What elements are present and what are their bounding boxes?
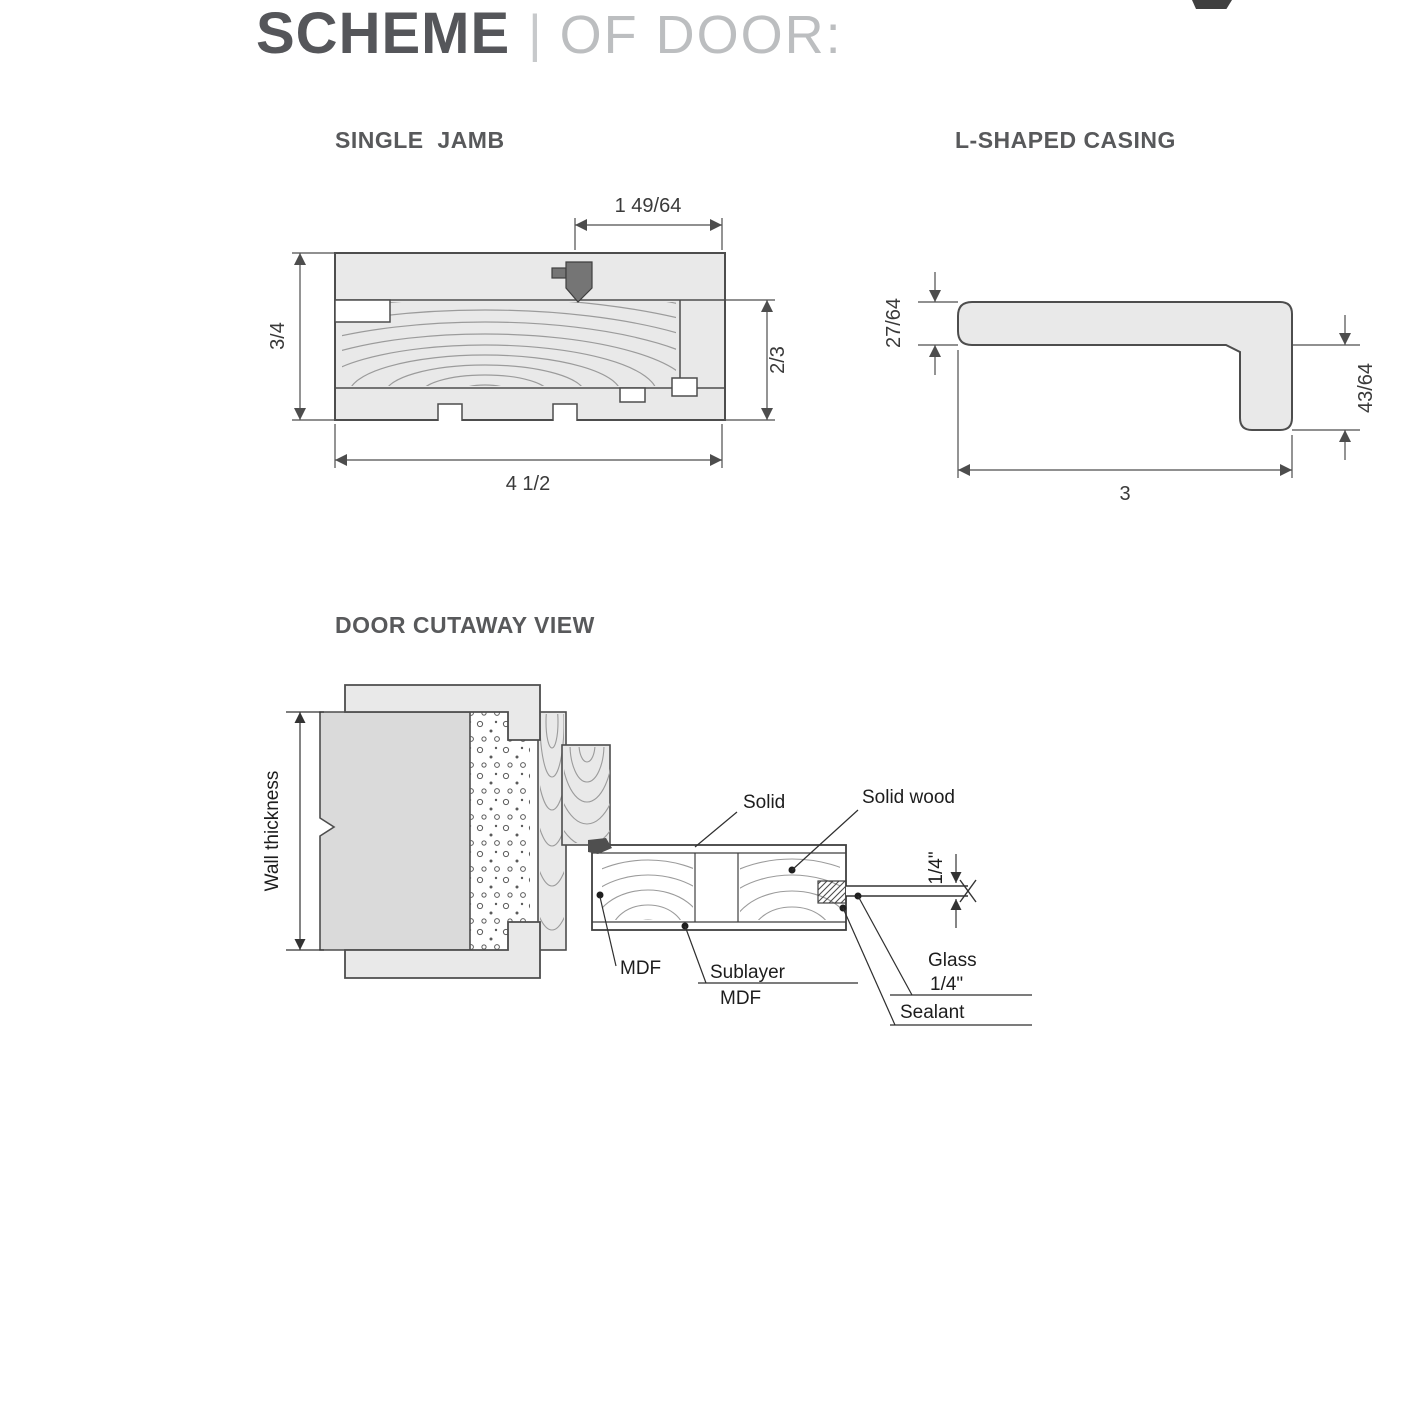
jamb-bottom-notch-1 [437,403,463,421]
casing-dim-left-value: 27/64 [883,298,905,348]
jamb-inner-notch [619,387,646,403]
single-jamb-heading: SINGLE JAMB [335,127,505,153]
hinge-pivot [588,838,612,854]
label-glass-line2: 1/4" [930,974,963,995]
door-grain-left [602,859,693,920]
jamb-dim-right [725,299,775,421]
wall-section [319,711,471,951]
jamb-left-notch [334,299,391,323]
label-sealant: Sealant [900,1002,965,1023]
casing-dim-left [918,272,958,375]
jamb-dim-left-value: 3/4 [270,322,289,350]
cutaway-bottom-casing [344,921,541,979]
glass-thickness-value: 1/4" [926,851,947,884]
door-cutaway-drawing: 1/4" Wall thickness [262,684,1032,1026]
label-sublayer-line1: Sublayer [710,962,786,983]
cutaway-stop-piece [561,744,611,846]
cropped-logo-fragment [1192,0,1232,9]
label-mdf: MDF [620,958,661,979]
label-sublayer-line2: MDF [720,988,761,1009]
page-title: SCHEME | OF DOOR: [256,0,843,67]
jamb-profile [334,252,726,421]
casing-dim-right-value: 43/64 [1355,363,1377,413]
wall-thickness-dim [286,711,324,951]
leader-lines [599,809,1032,1026]
jamb-dim-bottom [334,424,723,468]
l-shaped-casing-heading: L-SHAPED CASING [955,127,1176,153]
jamb-wood-grain [342,302,676,386]
title-divider: | [528,5,542,63]
jamb-dim-top [574,218,723,250]
label-solid: Solid [743,792,785,813]
single-jamb-drawing: 1 49/64 3/4 2/3 4 1/2 [270,195,789,495]
label-glass-line1: Glass [928,950,977,971]
foam-sealant-area [470,712,530,950]
door-grain-right [740,858,840,920]
casing-dim-bottom [957,350,1293,478]
wall-thickness-label: Wall thickness [262,771,283,892]
casing-dim-right [1292,315,1360,460]
l-casing-drawing: 27/64 43/64 3 [883,272,1377,505]
title-sub: OF DOOR: [559,5,843,65]
jamb-dim-bottom-value: 4 1/2 [506,473,550,495]
jamb-seal-profile [551,261,593,303]
casing-dim-bottom-value: 3 [1119,483,1130,505]
cutaway-top-casing [344,684,541,741]
glass-pane [817,879,977,904]
casing-profile [957,301,1293,431]
glazing-seal-block [817,880,847,904]
jamb-right-notch [671,377,698,397]
jamb-bottom-notch-2 [552,403,578,421]
jamb-dim-top-value: 1 49/64 [615,195,682,217]
door-cutaway-heading: DOOR CUTAWAY VIEW [335,612,595,638]
title-main: SCHEME [256,1,511,66]
jamb-dim-right-value: 2/3 [767,346,789,374]
jamb-dim-left [292,252,335,421]
label-solid-wood: Solid wood [862,787,955,808]
